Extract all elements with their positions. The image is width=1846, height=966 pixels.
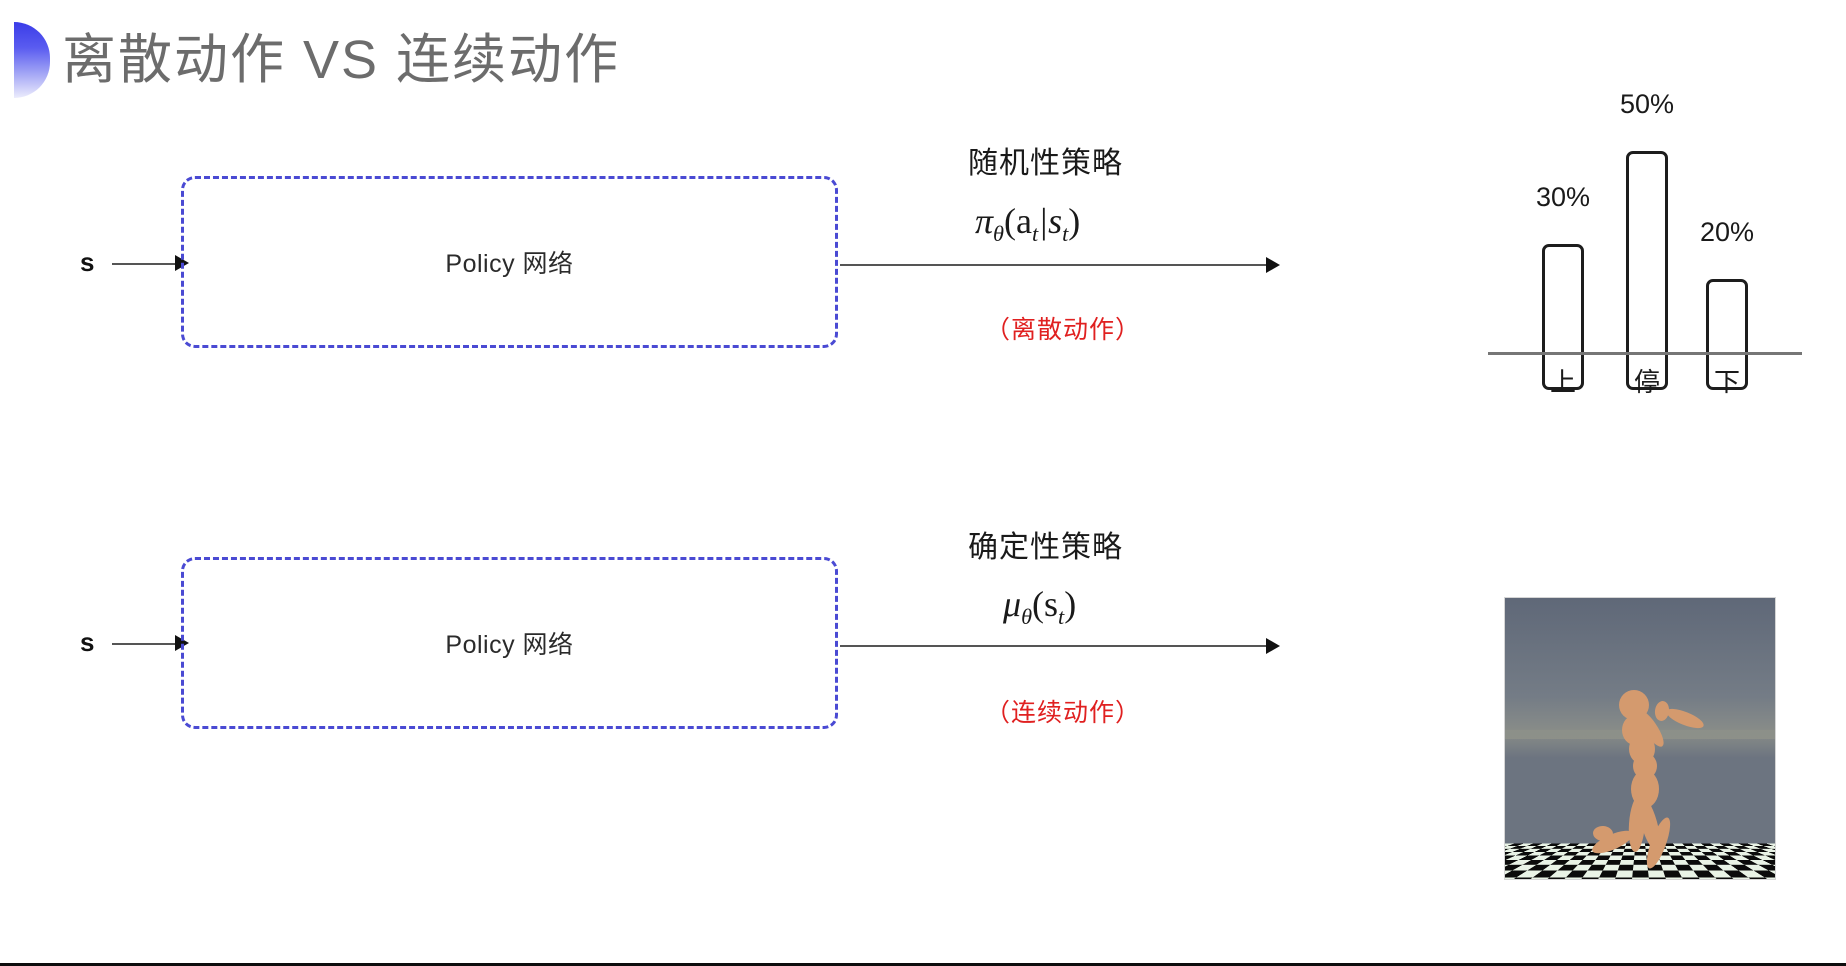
output-arrow-line-continuous	[840, 645, 1272, 647]
bar-value-stop: 50%	[1619, 89, 1675, 119]
title-bullet-icon	[14, 22, 50, 98]
formula-bar-state: |s	[1038, 201, 1063, 241]
humanoid-simulation-image	[1504, 597, 1776, 880]
output-arrow-head-continuous	[1266, 638, 1280, 654]
bar-down	[1706, 279, 1748, 390]
annotation-note-continuous: （连续动作）	[985, 699, 1142, 727]
state-arrow-line-discrete	[112, 263, 180, 265]
formula-mu: μ	[1003, 584, 1022, 624]
bar-chart-x-axis	[1488, 352, 1802, 355]
formula-pi: π	[975, 201, 994, 241]
policy-network-label-continuous: Policy 网络	[445, 631, 574, 659]
formula-theta: θ	[993, 221, 1005, 247]
page-title: 离散动作 VS 连续动作	[62, 30, 621, 90]
output-arrow-head-discrete	[1266, 257, 1280, 273]
discrete-action-bar-chart: 30% 50% 20% 上 停 下	[1488, 89, 1808, 397]
policy-network-box-continuous[interactable]: Policy 网络	[181, 557, 838, 729]
sim-checker-floor	[1505, 842, 1775, 879]
slide-bottom-edge	[0, 963, 1846, 966]
annotation-title-continuous: 确定性策略	[968, 531, 1123, 564]
bar-category-down: 下	[1713, 367, 1740, 397]
bar-stop	[1626, 151, 1668, 390]
formula-open-continuous: (s	[1032, 584, 1059, 624]
formula-t-state-continuous: t	[1058, 604, 1065, 630]
formula-t-action: t	[1031, 221, 1039, 247]
bar-value-up: 30%	[1535, 182, 1591, 212]
annotation-formula-discrete: πθ(at|st)	[975, 200, 1080, 247]
policy-network-box-discrete[interactable]: Policy 网络	[181, 176, 838, 348]
formula-theta-continuous: θ	[1021, 604, 1033, 630]
bar-category-up: 上	[1549, 367, 1576, 397]
bar-up	[1542, 244, 1584, 390]
policy-network-label-discrete: Policy 网络	[445, 250, 574, 278]
state-label-continuous: s	[80, 627, 95, 657]
formula-close: )	[1068, 201, 1081, 241]
annotation-formula-continuous: μθ(st)	[1003, 583, 1076, 630]
output-arrow-line-discrete	[840, 264, 1272, 266]
annotation-title-discrete: 随机性策略	[968, 147, 1123, 180]
bar-category-stop: 停	[1633, 367, 1660, 397]
state-arrow-line-continuous	[112, 643, 180, 645]
annotation-note-discrete: （离散动作）	[985, 316, 1142, 344]
formula-open: (a	[1004, 201, 1032, 241]
bar-value-down: 20%	[1699, 217, 1755, 247]
state-label-discrete: s	[80, 247, 95, 277]
formula-t-state: t	[1062, 221, 1069, 247]
formula-close-continuous: )	[1064, 584, 1077, 624]
